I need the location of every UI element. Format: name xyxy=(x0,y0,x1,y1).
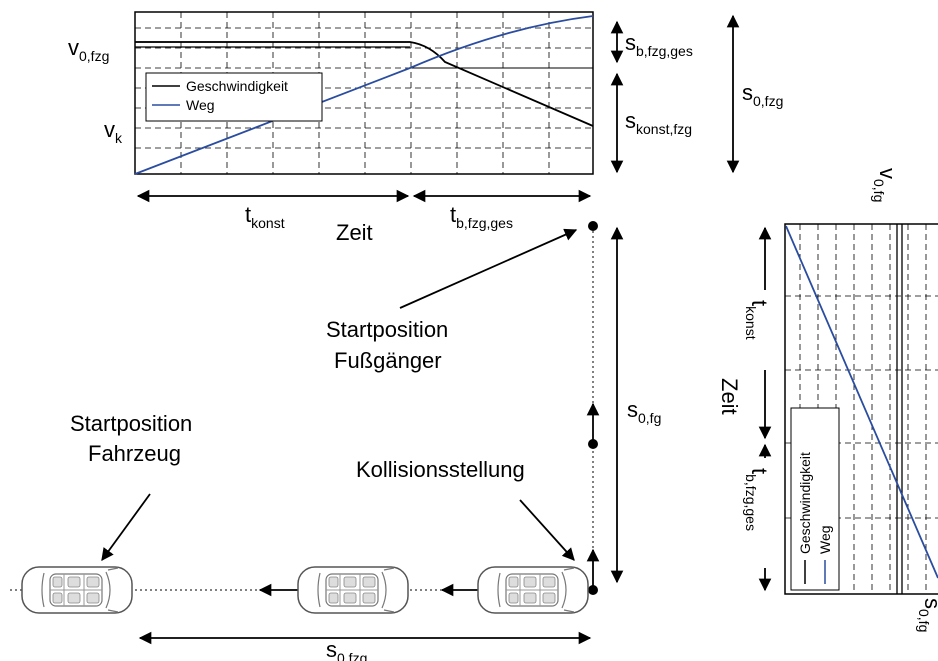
distance-curve xyxy=(134,15,594,175)
s0fg-right-label: s0,fg xyxy=(916,598,938,632)
right-legend-speed: Geschwindigkeit xyxy=(797,452,813,554)
speed-curve xyxy=(135,41,594,127)
pedestrian-start-dot xyxy=(588,221,598,231)
car-mid xyxy=(297,566,409,614)
s0-fzg-right-label: s0,fzg xyxy=(742,80,783,109)
collision-label: Kollisionsstellung xyxy=(356,457,525,482)
right-tb-label: tb,fzg,ges xyxy=(743,468,772,531)
start-pedestrian-line2: Fußgänger xyxy=(334,348,442,373)
vk-label: vk xyxy=(104,117,123,146)
car-collision xyxy=(477,566,589,614)
start-vehicle-line2: Fahrzeug xyxy=(88,441,181,466)
right-tkonst-label: tkonst xyxy=(743,300,772,340)
v0fg-label: v0,fg xyxy=(871,168,900,202)
zeit-label: Zeit xyxy=(336,220,373,245)
right-chart: Geschwindigkeit Weg v0,fg s0,fg xyxy=(784,168,938,632)
pointer-ped-start xyxy=(399,228,578,309)
top-dimensions xyxy=(610,14,740,174)
v0-label: v0,fzg xyxy=(68,35,109,64)
start-vehicle-line1: Startposition xyxy=(70,411,192,436)
right-legend: Geschwindigkeit Weg xyxy=(790,407,840,591)
legend-speed: Geschwindigkeit xyxy=(186,78,288,94)
pedestrian-collision-dot xyxy=(588,585,598,595)
legend-distance: Weg xyxy=(186,97,215,113)
right-legend-distance: Weg xyxy=(817,525,833,554)
right-distance-curve xyxy=(785,225,938,579)
skonst-fzg-label: skonst,fzg xyxy=(625,108,692,137)
start-pedestrian-line1: Startposition xyxy=(326,317,448,342)
sb-fzg-label: sb,fzg,ges xyxy=(625,30,693,59)
tb-label: tb,fzg,ges xyxy=(450,202,513,231)
top-chart: Geschwindigkeit Weg v0,fzg vk xyxy=(68,11,594,175)
top-legend: Geschwindigkeit Weg xyxy=(145,72,323,122)
car-start xyxy=(21,566,133,614)
pointer-collision xyxy=(519,499,575,561)
pointer-vehicle-start xyxy=(101,493,151,562)
s0fg-label: s0,fg xyxy=(627,397,661,426)
pedestrian-mid-dot xyxy=(588,439,598,449)
scene-layout: Startposition Fußgänger Startposition Fa… xyxy=(10,221,661,661)
s0fzg-label: s0,fzg xyxy=(326,637,367,661)
tkonst-label: tkonst xyxy=(245,202,285,231)
right-zeit-label: Zeit xyxy=(717,378,742,415)
